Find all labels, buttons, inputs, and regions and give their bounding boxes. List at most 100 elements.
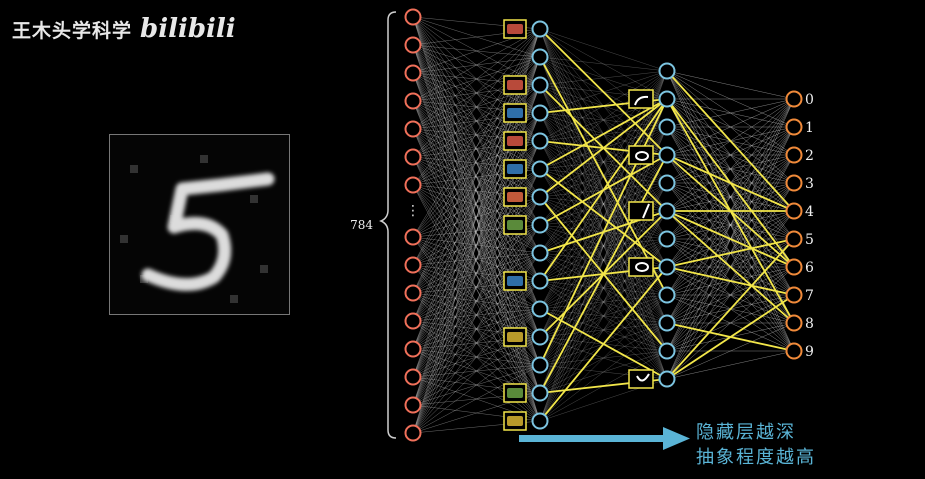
neuron-node	[404, 176, 422, 194]
connection-edge	[539, 140, 668, 184]
caption-line-2: 抽象程度越高	[696, 447, 816, 468]
feature-stroke	[636, 373, 650, 382]
connection-edge	[412, 28, 541, 434]
connection-edge	[412, 184, 541, 422]
connection-edge	[539, 210, 668, 394]
connection-edge	[666, 322, 795, 380]
connection-edge	[539, 140, 668, 352]
neuron-node	[531, 272, 549, 290]
connection-edge	[539, 280, 668, 380]
neuron-node	[658, 90, 676, 108]
connection-edge	[539, 280, 668, 324]
neuron-node	[404, 340, 422, 358]
connection-edge	[539, 350, 668, 394]
neuron-node	[531, 300, 549, 318]
neuron-node	[404, 228, 422, 246]
neuron-node	[404, 92, 422, 110]
input-layer-brace	[379, 11, 397, 439]
connection-edge	[539, 210, 668, 282]
neuron-node	[404, 120, 422, 138]
neuron-node	[531, 76, 549, 94]
feature-patch	[507, 24, 523, 34]
connection-edge	[539, 28, 668, 72]
highlighted-edge	[539, 98, 668, 282]
highlighted-edge	[539, 266, 668, 422]
neuron-node	[785, 230, 803, 248]
highlighted-edge	[666, 238, 795, 268]
connection-edge	[666, 98, 795, 156]
neuron-node	[658, 174, 676, 192]
neuron-node	[404, 148, 422, 166]
watermark-text: 王木头学科学	[12, 19, 133, 42]
connection-edge	[539, 224, 668, 296]
connection-edge	[539, 280, 668, 352]
neuron-node	[658, 342, 676, 360]
input-count-label: 784	[350, 218, 373, 232]
neuron-node	[658, 62, 676, 80]
neuron-node	[658, 118, 676, 136]
neuron-node	[785, 202, 803, 220]
neuron-node	[785, 286, 803, 304]
bilibili-logo: bilibili	[140, 14, 236, 44]
feature-patch	[507, 276, 523, 286]
feature-patch	[507, 136, 523, 146]
highlighted-edge	[666, 210, 795, 268]
neuron-node	[404, 64, 422, 82]
connection-edge	[539, 70, 668, 170]
feature-patch	[507, 220, 523, 230]
neuron-node	[404, 284, 422, 302]
feature-patch	[507, 416, 523, 426]
connection-edge	[412, 28, 541, 130]
connection-edge	[539, 350, 668, 366]
connection-edge	[539, 98, 668, 226]
output-label: 7	[805, 288, 814, 304]
connection-edge	[666, 98, 795, 352]
connection-edge	[666, 98, 795, 128]
output-label: 0	[805, 92, 814, 108]
neuron-node	[658, 286, 676, 304]
gray-connections	[412, 16, 795, 434]
neuron-node	[658, 146, 676, 164]
connection-edge	[666, 98, 795, 212]
neuron-node	[531, 188, 549, 206]
neuron-node	[531, 48, 549, 66]
connection-edge	[539, 154, 668, 254]
connection-edge	[412, 336, 541, 434]
connection-edge	[539, 168, 668, 352]
connection-edge	[539, 238, 668, 282]
connection-edge	[539, 308, 668, 324]
connection-edge	[666, 70, 795, 100]
feature-patch	[507, 332, 523, 342]
connection-edge	[412, 28, 541, 102]
neuron-node	[404, 368, 422, 386]
highlighted-edge	[539, 56, 668, 296]
input-digit-image	[109, 134, 290, 315]
connection-edge	[539, 266, 668, 394]
neuron-node	[785, 90, 803, 108]
digit-five-drawing	[120, 155, 275, 303]
neuron-node	[531, 244, 549, 262]
connection-edge	[539, 266, 668, 366]
network-nodes	[404, 8, 803, 442]
connection-edge	[539, 140, 668, 268]
connection-edge	[412, 28, 541, 238]
connection-edge	[539, 168, 668, 324]
feature-patch	[632, 94, 650, 104]
output-label: 9	[805, 344, 814, 360]
feature-stroke	[635, 151, 650, 161]
output-label: 1	[805, 120, 814, 136]
connection-edge	[666, 350, 795, 380]
caption-line-1: 隐藏层越深	[696, 422, 796, 443]
connection-edge	[539, 322, 668, 422]
highlighted-edge	[539, 154, 668, 394]
connection-edge	[412, 28, 541, 158]
highlighted-connections	[539, 28, 795, 422]
output-label: 6	[805, 260, 814, 276]
neuron-node	[531, 328, 549, 346]
highlighted-edge	[666, 266, 795, 296]
neuron-node	[785, 118, 803, 136]
output-label: 5	[805, 232, 814, 248]
input-ellipsis: ⋮	[406, 203, 420, 219]
